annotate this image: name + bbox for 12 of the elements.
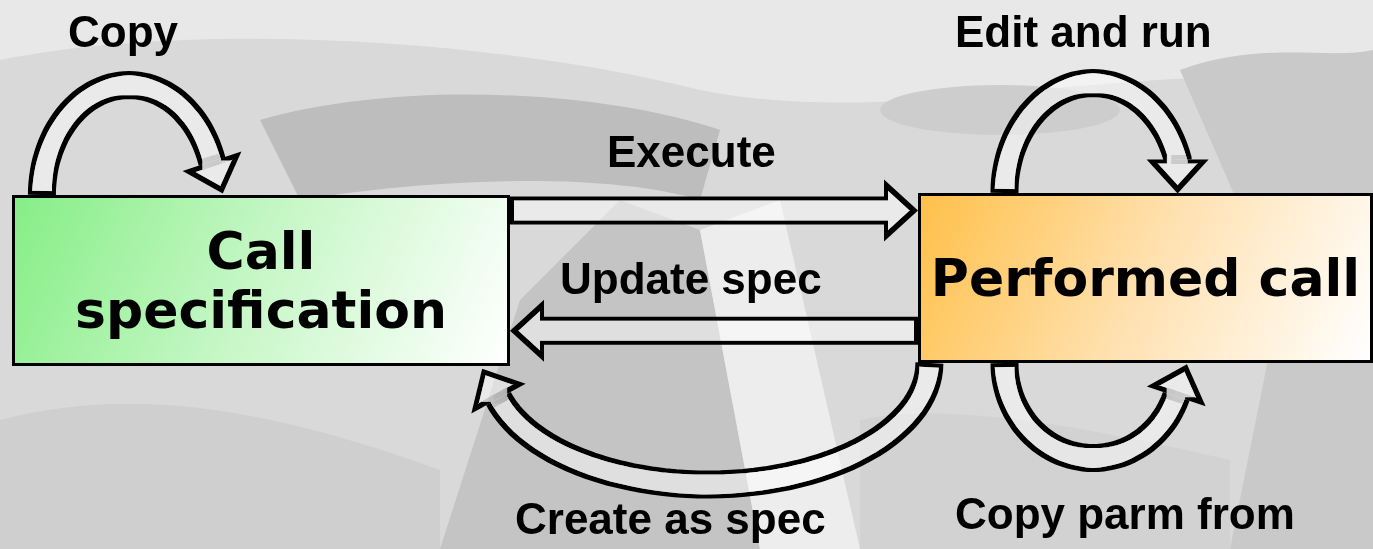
node-title: Call specification [74,222,448,339]
process-box [12,195,510,366]
block-arrow [510,179,918,242]
edge-label: Create as spec [515,495,826,544]
process-box [918,193,1373,363]
node-title: Performed call [930,248,1361,308]
edge-label: Edit and run [955,8,1212,57]
block-arrow [510,299,918,362]
edge-label: Update spec [560,255,822,304]
edge-label: Copy parm from [955,490,1295,539]
edge-label: Execute [607,128,776,177]
edge-label: Copy [68,8,178,57]
